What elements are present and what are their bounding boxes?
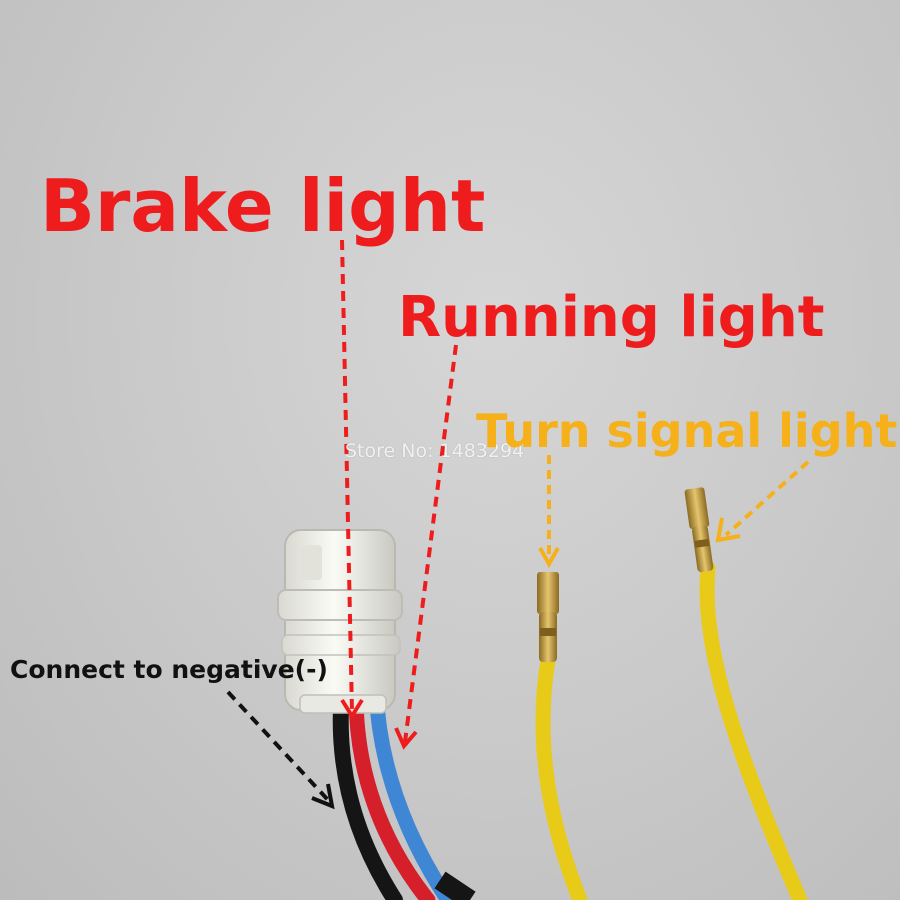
- yellow-wire-right: [699, 560, 808, 900]
- dashed-arrow-icon: [340, 239, 364, 720]
- plug-connector-icon: [277, 529, 403, 714]
- running-light-label: Running light: [398, 285, 825, 350]
- dashed-arrow-icon: [226, 690, 335, 810]
- dashed-arrow-icon: [394, 344, 458, 750]
- negative-connection-label: Connect to negative(-): [10, 655, 328, 684]
- black-wire: [332, 682, 403, 900]
- spade-terminal-icon: [684, 487, 714, 573]
- blue-wire: [368, 684, 456, 900]
- yellow-wire-left: [535, 652, 588, 900]
- spade-terminal-icon: [537, 572, 559, 662]
- black-wire-base: [434, 871, 476, 900]
- dashed-arrow-icon: [715, 460, 810, 543]
- store-watermark: Store No: 1483294: [345, 440, 525, 462]
- brake-light-label: Brake light: [40, 164, 486, 248]
- red-wire: [348, 687, 436, 900]
- dashed-arrow-icon: [538, 455, 560, 569]
- turn-signal-light-label: Turn signal light: [476, 404, 898, 458]
